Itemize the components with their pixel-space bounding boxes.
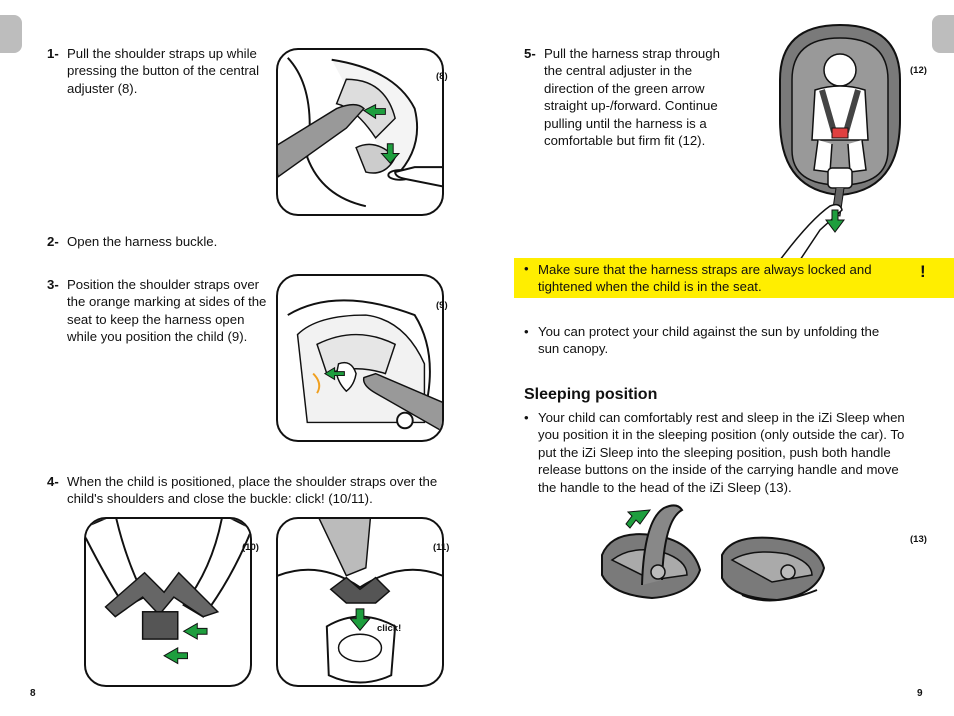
page-number-right: 9	[917, 688, 923, 699]
figure-10-label: (10)	[242, 542, 259, 553]
step-number: 1-	[47, 46, 59, 61]
step-number: 2-	[47, 234, 59, 249]
step-text: When the child is positioned, place the …	[67, 474, 438, 507]
sun-canopy-bullet: • You can protect your child against the…	[524, 323, 904, 358]
sleeping-position-heading: Sleeping position	[524, 386, 658, 403]
figure-9-label: (9)	[436, 300, 448, 311]
figure-12-label: (12)	[910, 65, 927, 76]
figure-13-illustration	[592, 500, 842, 610]
warning-text: Make sure that the harness straps are al…	[538, 262, 872, 295]
step-4: 4- When the child is positioned, place t…	[47, 473, 457, 508]
page-tab-left	[0, 15, 22, 53]
figure-11-label: (11)	[433, 542, 450, 553]
step-2: 2- Open the harness buckle.	[47, 233, 267, 250]
figure-8-label: (8)	[436, 71, 448, 82]
warning-bullet: •	[524, 261, 529, 276]
step-number: 4-	[47, 474, 59, 489]
figure-10-illustration	[84, 517, 252, 687]
figure-12-illustration	[770, 20, 910, 261]
page-number-left: 8	[30, 688, 36, 699]
step-number: 3-	[47, 277, 59, 292]
step-text: Open the harness buckle.	[67, 234, 218, 249]
step-1: 1- Pull the shoulder straps up while pre…	[47, 45, 262, 97]
step-text: Position the shoulder straps over the or…	[67, 277, 267, 345]
step-5: 5- Pull the harness strap through the ce…	[524, 45, 739, 149]
figure-8-illustration	[276, 48, 444, 216]
step-3: 3- Position the shoulder straps over the…	[47, 276, 277, 346]
click-label: click!	[377, 623, 402, 634]
page-tab-right	[932, 15, 954, 53]
bullet-dot: •	[524, 410, 529, 425]
step-text: Pull the shoulder straps up while pressi…	[67, 46, 260, 96]
warning-icon: !	[920, 262, 926, 281]
figure-11-illustration	[276, 517, 444, 687]
step-number: 5-	[524, 46, 536, 61]
sleeping-position-bullet: • Your child can comfortably rest and sl…	[524, 409, 919, 496]
figure-13-label: (13)	[910, 534, 927, 545]
figure-9-illustration	[276, 274, 444, 442]
bullet-dot: •	[524, 324, 529, 339]
bullet-text: Your child can comfortably rest and slee…	[538, 410, 905, 495]
bullet-text: You can protect your child against the s…	[538, 324, 880, 357]
step-text: Pull the harness strap through the centr…	[544, 46, 720, 149]
warning-box: • Make sure that the harness straps are …	[514, 258, 954, 298]
